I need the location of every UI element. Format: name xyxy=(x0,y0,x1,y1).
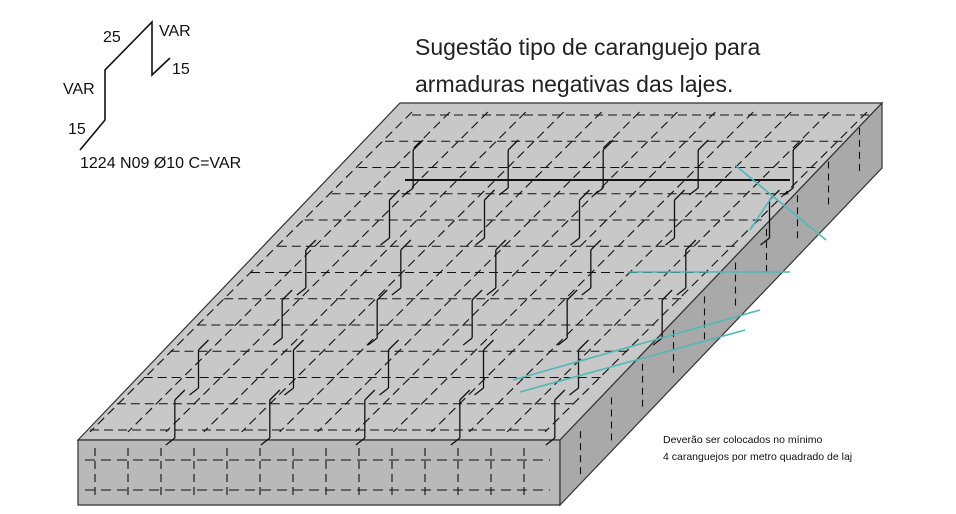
crab-chair-foot xyxy=(474,387,484,396)
marker-lines xyxy=(512,164,827,393)
crab-chair-foot xyxy=(498,187,509,196)
crab-chair-hook xyxy=(566,289,578,301)
crab-chair-hook xyxy=(507,139,519,151)
crab-chair-foot xyxy=(760,237,770,246)
crab-chair-hook xyxy=(697,139,709,151)
crab-chair-foot xyxy=(403,187,414,196)
crab-chair-hook xyxy=(459,389,471,401)
crab-chair-hook xyxy=(174,389,186,401)
crab-chair-foot xyxy=(783,187,794,196)
dim-left: VAR xyxy=(63,81,95,98)
crab-chair-foot xyxy=(284,387,294,396)
crab-chair-hook xyxy=(661,289,673,301)
crab-chair-foot xyxy=(581,287,592,296)
crab-chair-foot xyxy=(688,187,699,196)
crab-chair-hook xyxy=(578,339,589,351)
bar-shape xyxy=(79,20,171,151)
dim-top-right: VAR xyxy=(159,23,191,40)
crab-chair-hook xyxy=(579,189,590,201)
title-line-1: Sugestão tipo de caranguejo para xyxy=(415,34,760,60)
crab-chair-hook xyxy=(674,189,685,201)
crab-chair-foot xyxy=(380,237,390,246)
crab-chair-foot xyxy=(367,337,378,346)
crab-chair-hook xyxy=(590,239,602,251)
rebar-column xyxy=(127,111,451,433)
rebar-column xyxy=(279,111,602,433)
crab-chair-hook xyxy=(389,189,400,201)
crab-chair-foot xyxy=(379,387,389,396)
crab-chair-hook xyxy=(305,239,317,251)
rebar-column xyxy=(430,111,754,433)
crab-chair-hook xyxy=(685,239,697,251)
crab-chair-foot xyxy=(475,237,485,246)
rebar-column xyxy=(89,111,413,433)
crab-chair-foot xyxy=(593,187,604,196)
bar-spec: 1224 N09 Ø10 C=VAR xyxy=(80,155,241,172)
crab-chair-hook xyxy=(281,289,293,301)
crab-chair-foot xyxy=(272,337,283,346)
crab-chair-hook xyxy=(484,189,495,201)
rebar-column xyxy=(165,111,489,433)
crab-chair-foot xyxy=(462,337,473,346)
slab-side-face xyxy=(559,101,883,507)
crab-chair-foot xyxy=(165,437,176,446)
dim-bottom-leg: 15 xyxy=(68,121,86,138)
crab-chair-foot xyxy=(355,437,366,446)
crab-chair-foot xyxy=(296,287,307,296)
crab-chair-foot xyxy=(189,387,199,396)
crab-chair-foot xyxy=(570,237,580,246)
rebar-column xyxy=(355,111,678,433)
rebar-column xyxy=(203,111,527,433)
marker-line xyxy=(519,329,746,393)
crab-chair-hook xyxy=(412,139,424,151)
crab-chair-foot xyxy=(557,337,568,346)
crab-chair-foot xyxy=(665,237,675,246)
crab-chair-hook xyxy=(495,239,507,251)
title-line-2: armaduras negativas das lajes. xyxy=(415,71,733,97)
crab-chair-hook xyxy=(792,139,804,151)
crab-chair-hook xyxy=(293,339,304,351)
crab-chair-hook xyxy=(388,339,399,351)
crab-chair-hook xyxy=(376,289,388,301)
crab-chair-foot xyxy=(569,387,579,396)
rebar-grid xyxy=(85,111,872,500)
crab-chair-foot xyxy=(486,287,497,296)
crab-chair-hook xyxy=(602,139,614,151)
crab-chair-hook xyxy=(554,389,566,401)
crab-chair-hook xyxy=(269,389,281,401)
note-line-2: 4 caranguejos por metro quadrado de laj xyxy=(663,451,852,463)
rebar-column xyxy=(241,111,565,433)
crab-chair-foot xyxy=(676,287,687,296)
crab-chair-hook xyxy=(364,389,376,401)
marker-line xyxy=(749,194,774,231)
bar-bending-detail: 25 VAR 15 VAR 15 1224 N09 Ø10 C=VAR xyxy=(63,20,241,172)
crab-chair-foot xyxy=(545,437,556,446)
rebar-column xyxy=(317,111,640,433)
crab-chair-hook xyxy=(198,339,209,351)
marker-line xyxy=(734,164,827,241)
marker-line xyxy=(512,309,761,381)
slab-front-face xyxy=(77,439,561,506)
crab-chair-hook xyxy=(483,339,494,351)
dim-right-leg: 15 xyxy=(172,61,190,78)
crab-chair-foot xyxy=(391,287,402,296)
slab xyxy=(76,101,884,507)
crab-chair-hook xyxy=(471,289,483,301)
crab-chair-foot xyxy=(450,437,461,446)
dim-top: 25 xyxy=(103,29,121,46)
note-line-1: Deverão ser colocados no mínimo xyxy=(663,434,822,446)
rebar-column xyxy=(392,111,716,433)
crab-chair-hook xyxy=(400,239,412,251)
crab-chair-foot xyxy=(260,437,271,446)
crab-chair-foot xyxy=(652,337,663,346)
